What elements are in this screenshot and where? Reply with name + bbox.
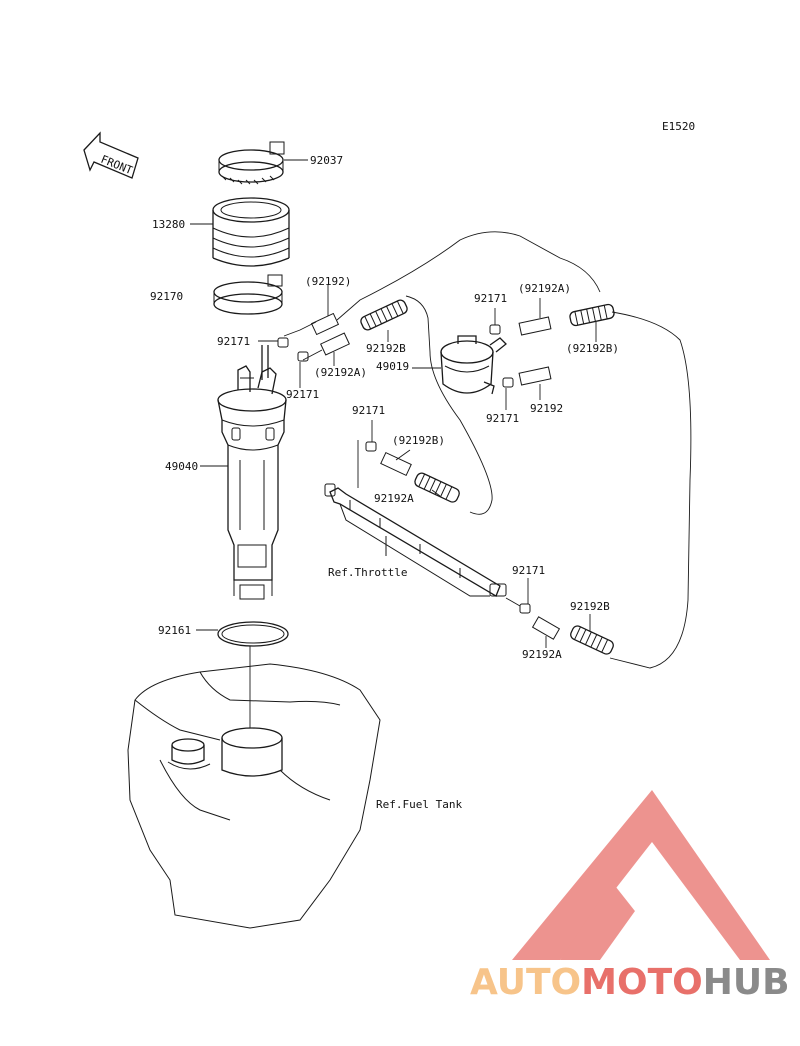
label-13280: 13280 [152, 218, 185, 231]
throttle-hoses-bottom [505, 597, 614, 655]
label-92171-filter-top: 92171 [474, 292, 507, 305]
label-92192A-throttle-bottom: 92192A [522, 648, 562, 661]
label-92037: 92037 [310, 154, 343, 167]
watermark-wordmark: AUTOMOTOHUB [470, 962, 790, 1003]
hose-routing-lines [336, 231, 692, 669]
front-arrow-label: FRONT [99, 153, 135, 178]
label-92192A-filter: (92192A) [518, 282, 571, 295]
label-92171-filter-bottom: 92171 [486, 412, 519, 425]
hose-clamp-top [218, 141, 285, 185]
diagram-code: E1520 [662, 120, 695, 133]
label-92161: 92161 [158, 624, 191, 637]
ref-throttle-label: Ref.Throttle [328, 566, 407, 579]
throttle-body [324, 483, 507, 597]
label-92170: 92170 [150, 290, 183, 303]
automotohub-logo-icon [512, 790, 770, 960]
label-92192B-throttle: (92192B) [392, 434, 445, 447]
label-49040: 49040 [165, 460, 198, 473]
filter-hoses [489, 303, 615, 388]
fuel-tank-outline [127, 663, 381, 929]
left-hoses [277, 299, 408, 362]
watermark-part-auto: AUTO [470, 962, 582, 1003]
label-92192-top: (92192) [305, 275, 351, 288]
hose-clamp-bottom [213, 274, 283, 315]
callout-labels: 92037 13280 92170 (92192) 92171 92192B (… [150, 154, 619, 811]
ref-fuel-tank-label: Ref.Fuel Tank [376, 798, 462, 811]
label-92171-left2: 92171 [286, 388, 319, 401]
fuel-pump-assembly [217, 345, 287, 600]
watermark-part-moto: MOTO [581, 962, 703, 1003]
label-92192B-filter: (92192B) [566, 342, 619, 355]
label-49019: 49019 [376, 360, 409, 373]
label-92171-left: 92171 [217, 335, 250, 348]
label-92171-throttle-top: 92171 [352, 404, 385, 417]
label-92192A-throttle: 92192A [374, 492, 414, 505]
watermark-part-hub: HUB [702, 962, 790, 1003]
label-92171-throttle-bottom: 92171 [512, 564, 545, 577]
front-arrow-icon: FRONT [83, 131, 139, 179]
o-ring [217, 621, 289, 647]
label-92192-filter: 92192 [530, 402, 563, 415]
leader-lines [190, 159, 597, 648]
label-92192B-throttle-bottom: 92192B [570, 600, 610, 613]
label-92192B-left: 92192B [366, 342, 406, 355]
rubber-boot [212, 197, 290, 267]
label-92192A-left: (92192A) [314, 366, 367, 379]
fuel-filter [440, 335, 507, 395]
